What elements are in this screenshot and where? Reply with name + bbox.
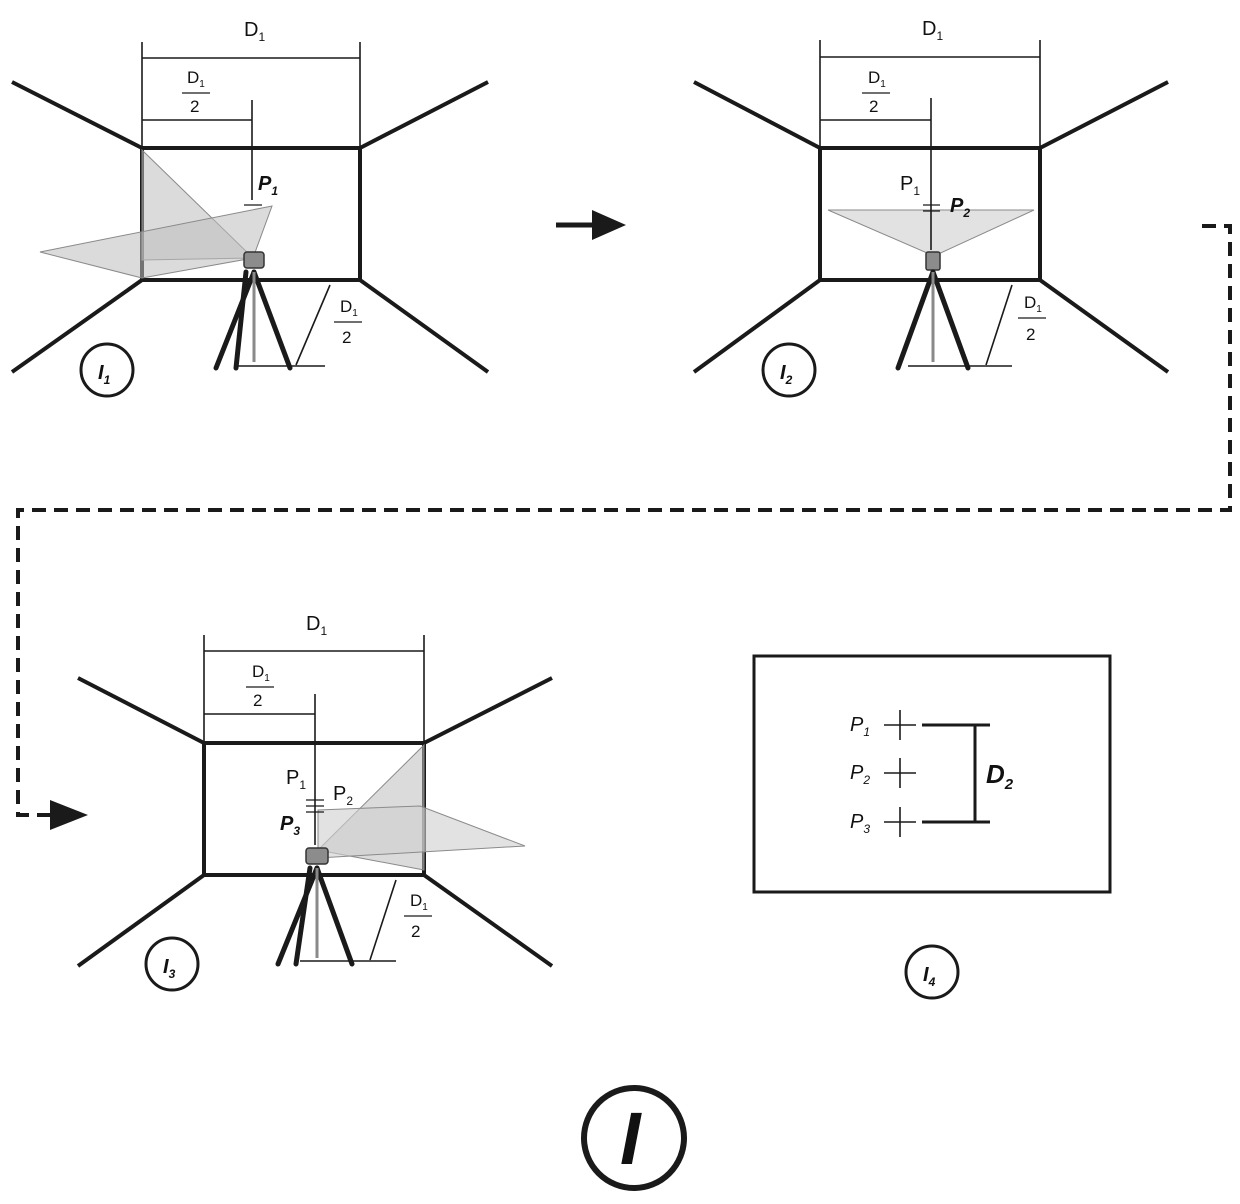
d1-label: D1 bbox=[244, 19, 265, 44]
svg-text:I: I bbox=[620, 1097, 642, 1180]
half-d1-den: 2 bbox=[253, 691, 262, 710]
floor-half-d1-num: D1 bbox=[340, 297, 358, 319]
floor-half-d1-den: 2 bbox=[1026, 325, 1035, 344]
step-badge-2 bbox=[761, 342, 817, 398]
panel-step-4: P1 P2 P3 D2 I4 bbox=[752, 654, 1112, 1000]
p2-label: P2 bbox=[850, 762, 870, 787]
step-badge-1 bbox=[79, 342, 135, 398]
step-badge-3 bbox=[144, 936, 200, 992]
step-badge-4 bbox=[904, 944, 960, 1000]
p1-label: P1 bbox=[900, 173, 920, 198]
svg-text:I1: I1 bbox=[98, 362, 111, 387]
d2-label: D2 bbox=[986, 759, 1014, 793]
half-d1-num: D1 bbox=[868, 68, 886, 90]
result-panel bbox=[752, 654, 1112, 894]
d1-label: D1 bbox=[306, 613, 327, 638]
p1-label: P1 bbox=[850, 714, 870, 739]
figure-badge: I bbox=[581, 1085, 687, 1191]
arrow-right-icon bbox=[556, 210, 626, 240]
p1-label: P1 bbox=[258, 173, 278, 198]
p3-label: P3 bbox=[280, 813, 300, 838]
half-d1-num: D1 bbox=[187, 68, 205, 90]
floor-half-d1-den: 2 bbox=[342, 328, 351, 347]
svg-text:I4: I4 bbox=[923, 964, 936, 989]
half-d1-den: 2 bbox=[190, 97, 199, 116]
p1-label: P1 bbox=[286, 767, 306, 792]
svg-text:I3: I3 bbox=[163, 956, 176, 981]
panel-step-3: D1 D1 2 P1 P2 P3 D1 2 I3 bbox=[76, 613, 554, 992]
half-d1-num: D1 bbox=[252, 662, 270, 684]
p3-label: P3 bbox=[850, 811, 870, 836]
floor-half-d1-den: 2 bbox=[411, 922, 420, 941]
floor-half-d1-num: D1 bbox=[410, 891, 428, 913]
panel-step-2: D1 D1 2 P1 P2 D1 2 I2 bbox=[692, 18, 1170, 398]
floor-half-d1-num: D1 bbox=[1024, 293, 1042, 315]
half-d1-den: 2 bbox=[869, 97, 878, 116]
arrow-right-icon bbox=[50, 800, 88, 830]
p2-label: P2 bbox=[950, 195, 970, 220]
connector-dashed-line bbox=[16, 224, 1232, 817]
p2-label: P2 bbox=[333, 783, 353, 808]
svg-text:I2: I2 bbox=[780, 362, 793, 387]
d1-label: D1 bbox=[922, 18, 943, 43]
panel-step-1: D1 D1 2 P1 D1 2 I1 bbox=[10, 19, 490, 398]
laser-beam-horizontal bbox=[317, 805, 526, 859]
